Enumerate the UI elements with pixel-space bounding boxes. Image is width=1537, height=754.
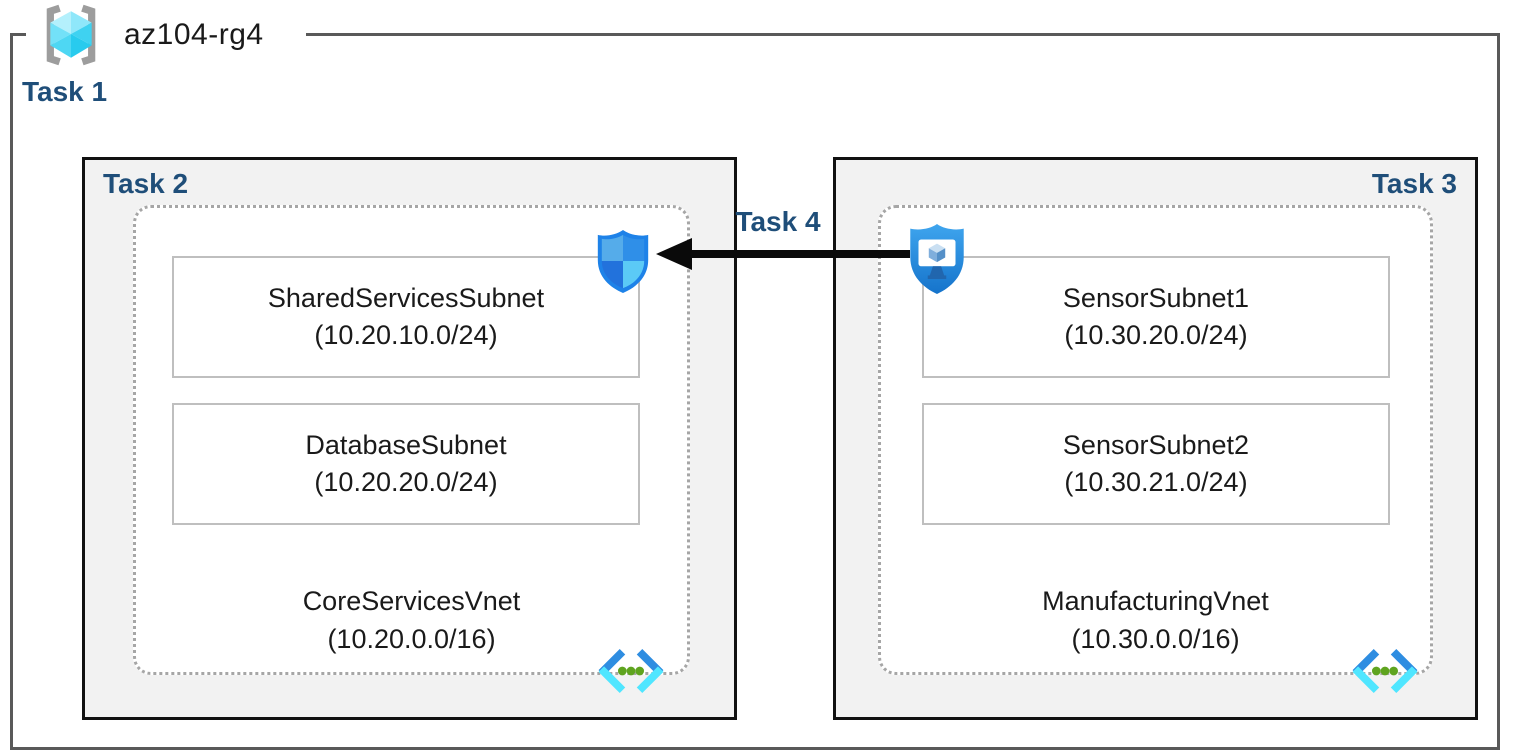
subnet-cidr: (10.20.20.0/24) [314, 467, 498, 497]
network-security-group-shield-icon [597, 230, 649, 293]
resource-group-border [10, 33, 1500, 750]
vnet-cidr: (10.20.0.0/16) [327, 624, 496, 654]
task4-arrow-line [686, 250, 910, 258]
subnet-name: SensorSubnet2 [1062, 430, 1250, 460]
subnet-name: SensorSubnet1 [1062, 283, 1250, 313]
subnet-name: SharedServicesSubnet [267, 283, 545, 313]
resource-group-title: az104-rg4 [124, 18, 264, 51]
task2-label: Task 2 [103, 168, 189, 199]
task3-label: Task 3 [1371, 168, 1457, 199]
subnet-cidr: (10.30.21.0/24) [1064, 467, 1248, 497]
task1-label: Task 1 [22, 76, 108, 107]
sensor-subnet2-box: SensorSubnet2 (10.30.21.0/24) [922, 403, 1390, 525]
core-services-vnet-label: CoreServicesVnet (10.20.0.0/16) [133, 582, 690, 658]
vnet-name: ManufacturingVnet [1042, 586, 1269, 616]
sensor-subnet1-box: SensorSubnet1 (10.30.20.0/24) [922, 256, 1390, 378]
resource-group-header: az104-rg4 [26, 2, 306, 68]
virtual-network-icon [598, 648, 664, 694]
task4-label: Task 4 [735, 206, 821, 237]
task4-arrow-head [656, 238, 692, 270]
virtual-network-icon [1352, 648, 1418, 694]
application-security-group-icon [910, 224, 964, 294]
shared-services-subnet-box: SharedServicesSubnet (10.20.10.0/24) [172, 256, 640, 378]
subnet-cidr: (10.20.10.0/24) [314, 320, 498, 350]
subnet-cidr: (10.30.20.0/24) [1064, 320, 1248, 350]
database-subnet-box: DatabaseSubnet (10.20.20.0/24) [172, 403, 640, 525]
resource-group-icon [46, 4, 96, 66]
vnet-cidr: (10.30.0.0/16) [1071, 624, 1240, 654]
subnet-name: DatabaseSubnet [305, 430, 507, 460]
vnet-name: CoreServicesVnet [302, 586, 521, 616]
manufacturing-vnet-label: ManufacturingVnet (10.30.0.0/16) [878, 582, 1433, 658]
